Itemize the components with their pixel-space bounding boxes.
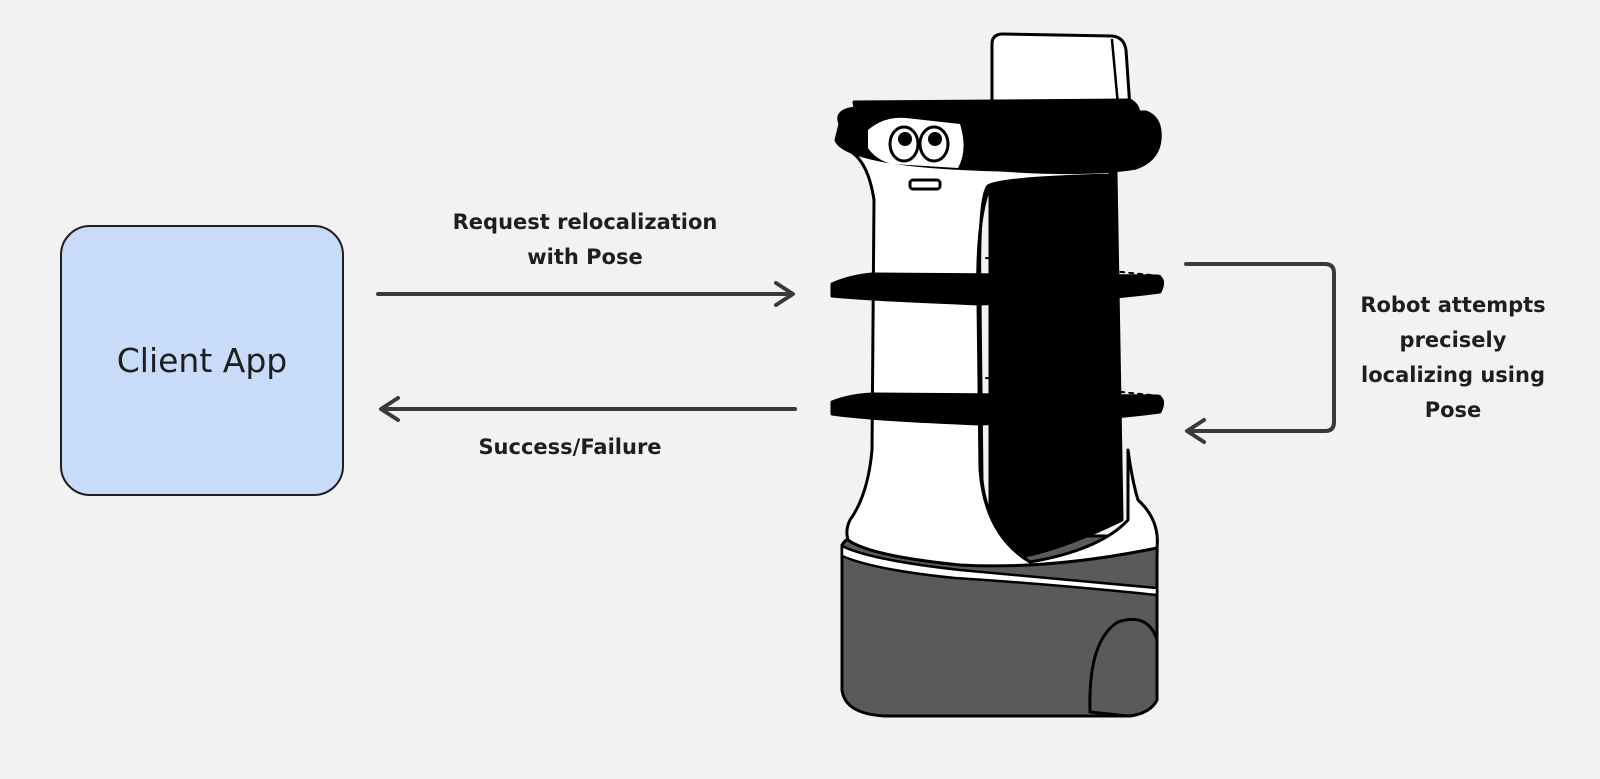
request-label-line2: with Pose (527, 245, 643, 269)
client-app-label: Client App (116, 341, 288, 380)
robot-loop-line1: Robot attempts (1360, 293, 1546, 317)
robot-loop-label: Robot attempts precisely localizing usin… (1338, 288, 1568, 428)
response-arrow (379, 396, 797, 422)
robot-loop-line4: Pose (1424, 398, 1482, 422)
client-app-box[interactable]: Client App (60, 225, 344, 496)
request-label: Request relocalization with Pose (430, 205, 740, 275)
response-label-text: Success/Failure (478, 435, 662, 459)
response-label: Success/Failure (420, 430, 720, 465)
robot-loop-line3: localizing using (1361, 363, 1545, 387)
request-arrow (376, 281, 795, 307)
request-label-line1: Request relocalization (452, 210, 718, 234)
robot-loop-line2: precisely (1399, 328, 1507, 352)
loop-arrow (1184, 262, 1336, 444)
delivery-robot-illustration (830, 32, 1165, 718)
